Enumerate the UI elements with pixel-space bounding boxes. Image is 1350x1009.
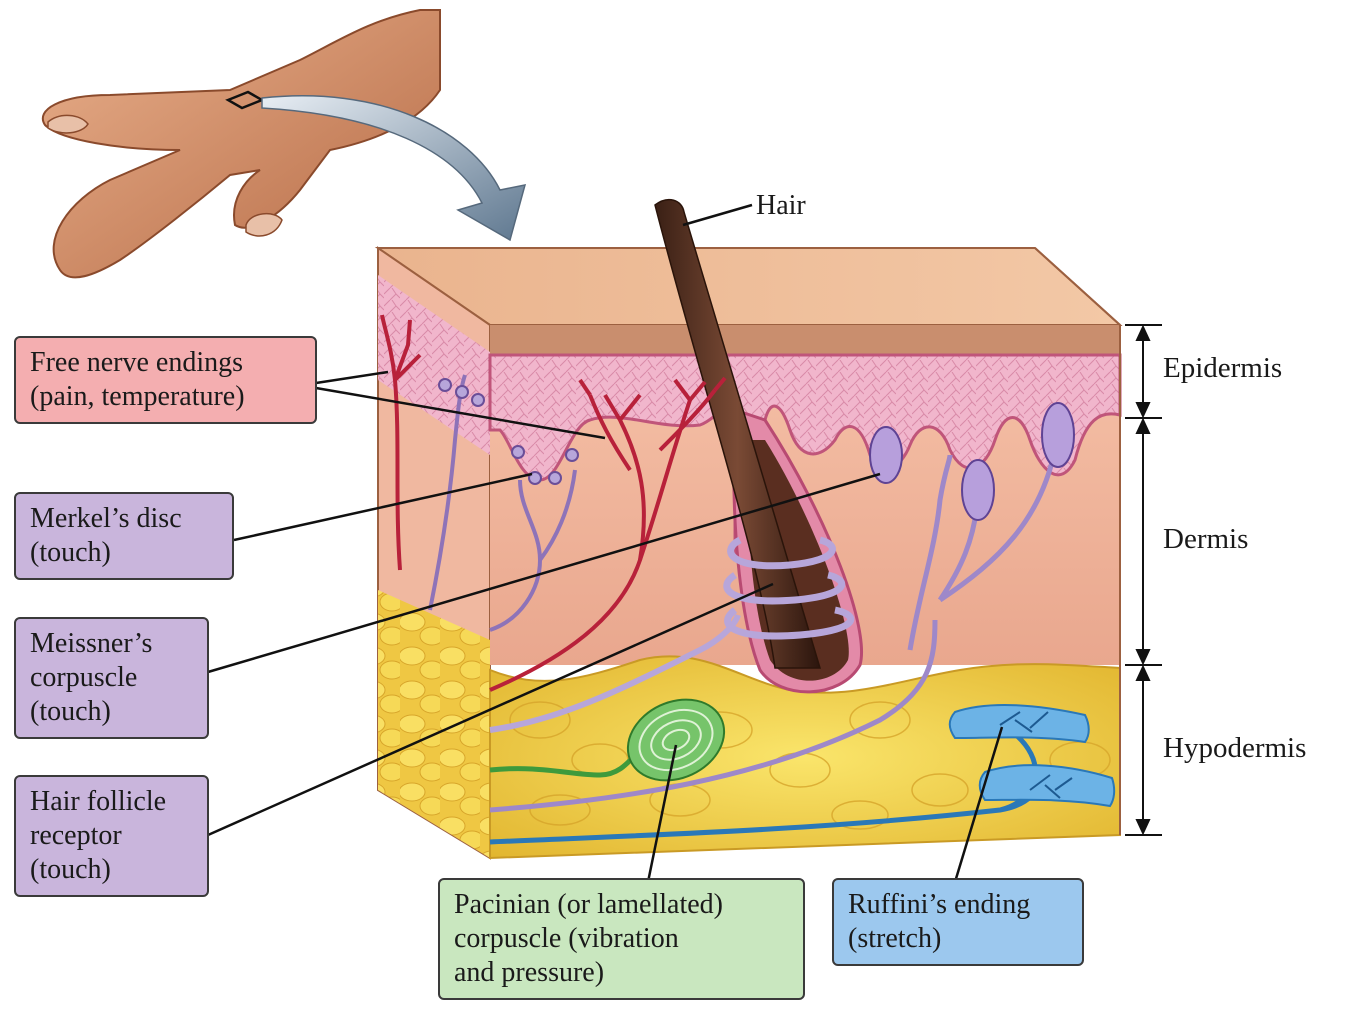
pacinian-corpuscle-label: Pacinian (or lamellated) corpuscle (vibr… [438, 878, 805, 1000]
merkel-disc-function: (touch) [30, 536, 218, 570]
hair-follicle-name-line2: receptor [30, 819, 193, 853]
free-nerve-endings-label: Free nerve endings (pain, temperature) [14, 336, 317, 424]
merkel-disc-name: Merkel’s disc [30, 502, 218, 536]
meissner-corpuscle-name-line1: Meissner’s [30, 627, 193, 661]
free-nerve-endings-function: (pain, temperature) [30, 380, 301, 414]
hypodermis-label: Hypodermis [1163, 732, 1306, 765]
pacinian-line1: Pacinian (or lamellated) [454, 888, 789, 922]
ruffini-ending-name: Ruffini’s ending [848, 888, 1068, 922]
dermis-label: Dermis [1163, 523, 1248, 556]
free-nerve-endings-name: Free nerve endings [30, 346, 301, 380]
merkel-disc-label: Merkel’s disc (touch) [14, 492, 234, 580]
epidermis-label: Epidermis [1163, 352, 1282, 385]
hair-follicle-name-line1: Hair follicle [30, 785, 193, 819]
hair-follicle-function: (touch) [30, 853, 193, 887]
hair-follicle-receptor-label: Hair follicle receptor (touch) [14, 775, 209, 897]
hand-illustration [43, 10, 440, 277]
ruffini-ending-function: (stretch) [848, 922, 1068, 956]
layer-scale [1125, 325, 1162, 835]
meissner-corpuscle-function: (touch) [30, 695, 193, 729]
pacinian-line2: corpuscle (vibration [454, 922, 789, 956]
pacinian-line3: and pressure) [454, 956, 789, 990]
meissner-corpuscle-label: Meissner’s corpuscle (touch) [14, 617, 209, 739]
hair-label: Hair [756, 190, 806, 222]
ruffini-ending-label: Ruffini’s ending (stretch) [832, 878, 1084, 966]
meissner-corpuscle-name-line2: corpuscle [30, 661, 193, 695]
